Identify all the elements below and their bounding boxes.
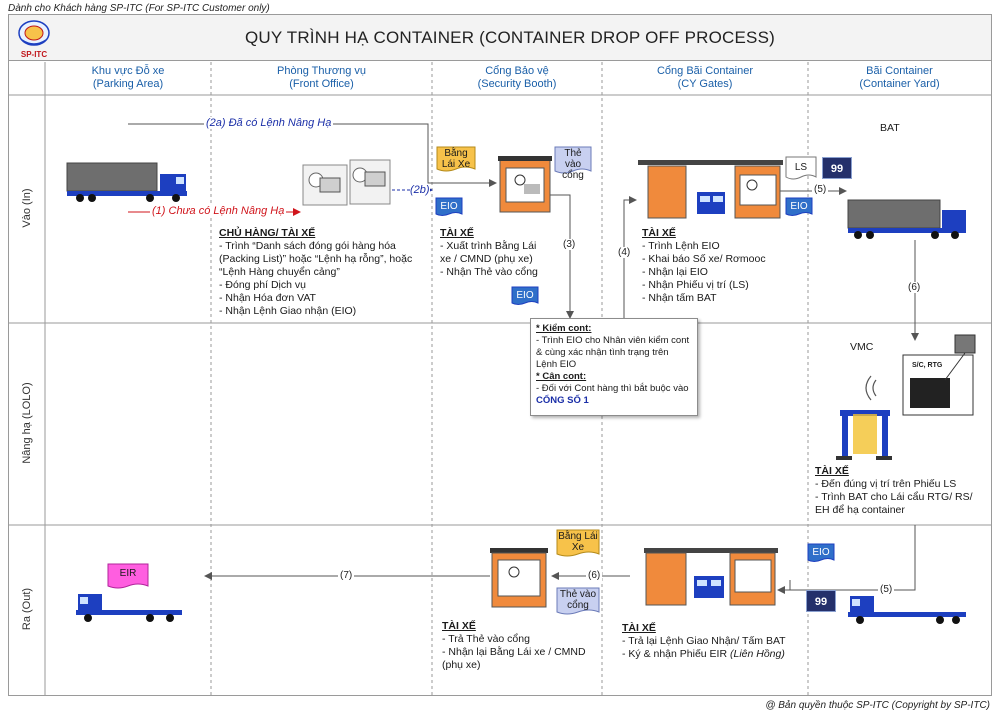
truck-parking-out-icon <box>76 594 182 622</box>
column-header-parking: Khu vực Đỗ xe(Parking Area) <box>91 65 165 90</box>
diagram-frame <box>8 14 992 696</box>
title-bar <box>9 15 991 61</box>
truck-yard-in-icon <box>847 199 966 239</box>
flow-3-arrow <box>550 194 574 319</box>
license-tag-in-shape <box>436 146 476 172</box>
flow-4-label: (4) <box>616 247 633 258</box>
cy-gate-in-icon <box>638 160 783 219</box>
wireless-signal-icon <box>865 375 877 401</box>
eio-tag-out-shape <box>807 543 835 562</box>
copyright-footer: @ Bản quyền thuộc SP-ITC (Copyright by S… <box>765 700 990 711</box>
truck-parking-in-icon <box>66 162 187 202</box>
gate-card-tag-in-shape <box>554 146 592 174</box>
eir-tag: EIR <box>119 568 137 579</box>
column-header-front-office: Phòng Thương vụ(Front Office) <box>277 65 366 90</box>
flow-6-in-label: (6) <box>906 282 923 293</box>
bat-number-badge-in: 99 <box>822 157 852 179</box>
bat-number-badge-out: 99 <box>806 590 836 612</box>
gate-card-tag-out: Thẻ vào cổng <box>559 589 597 611</box>
inspection-note-box: * Kiểm cont: - Trình EIO cho Nhân viên k… <box>530 318 698 416</box>
security-in-instructions: TÀI XẾ - Xuất trình Bằng Lái xe / CMND (… <box>440 227 538 278</box>
vmc-label: VMC <box>850 341 874 353</box>
rtg-crane-icon <box>836 410 892 460</box>
company-logo: SP-ITC <box>14 18 54 60</box>
security-booth-out-icon <box>490 548 548 608</box>
eio-tag-security-shape <box>511 286 539 305</box>
column-header-cy-gates: Cổng Bãi Container(CY Gates) <box>656 65 753 90</box>
gate-card-tag-in: Thẻ vào cổng <box>562 148 584 181</box>
eio-tag-gate: EIO <box>790 201 808 212</box>
eio-tag-front-office-shape <box>435 197 463 216</box>
license-tag-in: Bằng Lái Xe <box>441 148 471 170</box>
bat-label: BAT <box>880 122 900 134</box>
flow-1-label: (1) Chưa có Lệnh Nâng Hạ <box>150 205 287 217</box>
rtg-screen-label: S/C, RTG <box>912 362 943 369</box>
flow-3-label: (3) <box>561 239 578 250</box>
page-title: QUY TRÌNH HẠ CONTAINER (CONTAINER DROP O… <box>244 28 775 47</box>
eir-tag-shape <box>107 563 149 589</box>
column-header-security: Cổng Bảo vệ(Security Booth) <box>477 65 557 90</box>
truck-yard-out-icon <box>848 596 966 624</box>
yard-lolo-instructions: TÀI XẾ - Đến đúng vị trí trên Phiếu LS -… <box>815 465 973 516</box>
security-booth-in-icon <box>498 156 552 213</box>
flow-5-out-label: (5) <box>878 584 895 595</box>
gate-in-instructions: TÀI XẾ - Trình Lệnh EIO - Khai báo Số xe… <box>642 227 766 304</box>
column-header-container-yard: Bãi Container(Container Yard) <box>859 65 940 90</box>
top-note: Dành cho Khách hàng SP-ITC (For SP-ITC C… <box>8 3 270 14</box>
flow-5-out-line <box>789 525 916 591</box>
flow-6-out-label: (6) <box>586 570 603 581</box>
security-out-instructions: TÀI XẾ - Trả Thẻ vào cổng - Nhận lại Bằn… <box>442 620 586 671</box>
flow-7-label: (7) <box>338 570 355 581</box>
eio-tag-front-office: EIO <box>440 201 458 212</box>
logo-emblem-icon <box>18 20 50 46</box>
flow-2a-label: (2a) Đã có Lệnh Nâng Hạ <box>204 117 334 129</box>
ls-tag: LS <box>794 162 808 173</box>
license-tag-out-shape <box>556 529 600 557</box>
logo-text: SP-ITC <box>20 50 48 59</box>
rtg-operator-screen-icon <box>902 334 976 416</box>
eio-tag-out: EIO <box>812 547 830 558</box>
license-tag-out: Bằng Lái Xe <box>558 531 598 553</box>
gate-out-instructions: TÀI XẾ - Trả lại Lệnh Giao Nhận/ Tấm BAT… <box>622 622 786 660</box>
front-office-staff-icon <box>302 159 391 206</box>
cy-gate-out-icon <box>644 548 778 606</box>
ls-tag-shape <box>785 156 817 180</box>
front-office-instructions: CHỦ HÀNG/ TÀI XẾ - Trình “Danh sách đóng… <box>219 227 413 317</box>
eio-tag-gate-shape <box>785 197 813 216</box>
flow-5-in-label: (5) <box>812 184 829 195</box>
eio-tag-security: EIO <box>516 290 534 301</box>
flow-4-arrow <box>623 196 637 318</box>
gate-card-tag-out-shape <box>556 587 600 615</box>
flow-2b-label: (2b) <box>410 184 430 196</box>
